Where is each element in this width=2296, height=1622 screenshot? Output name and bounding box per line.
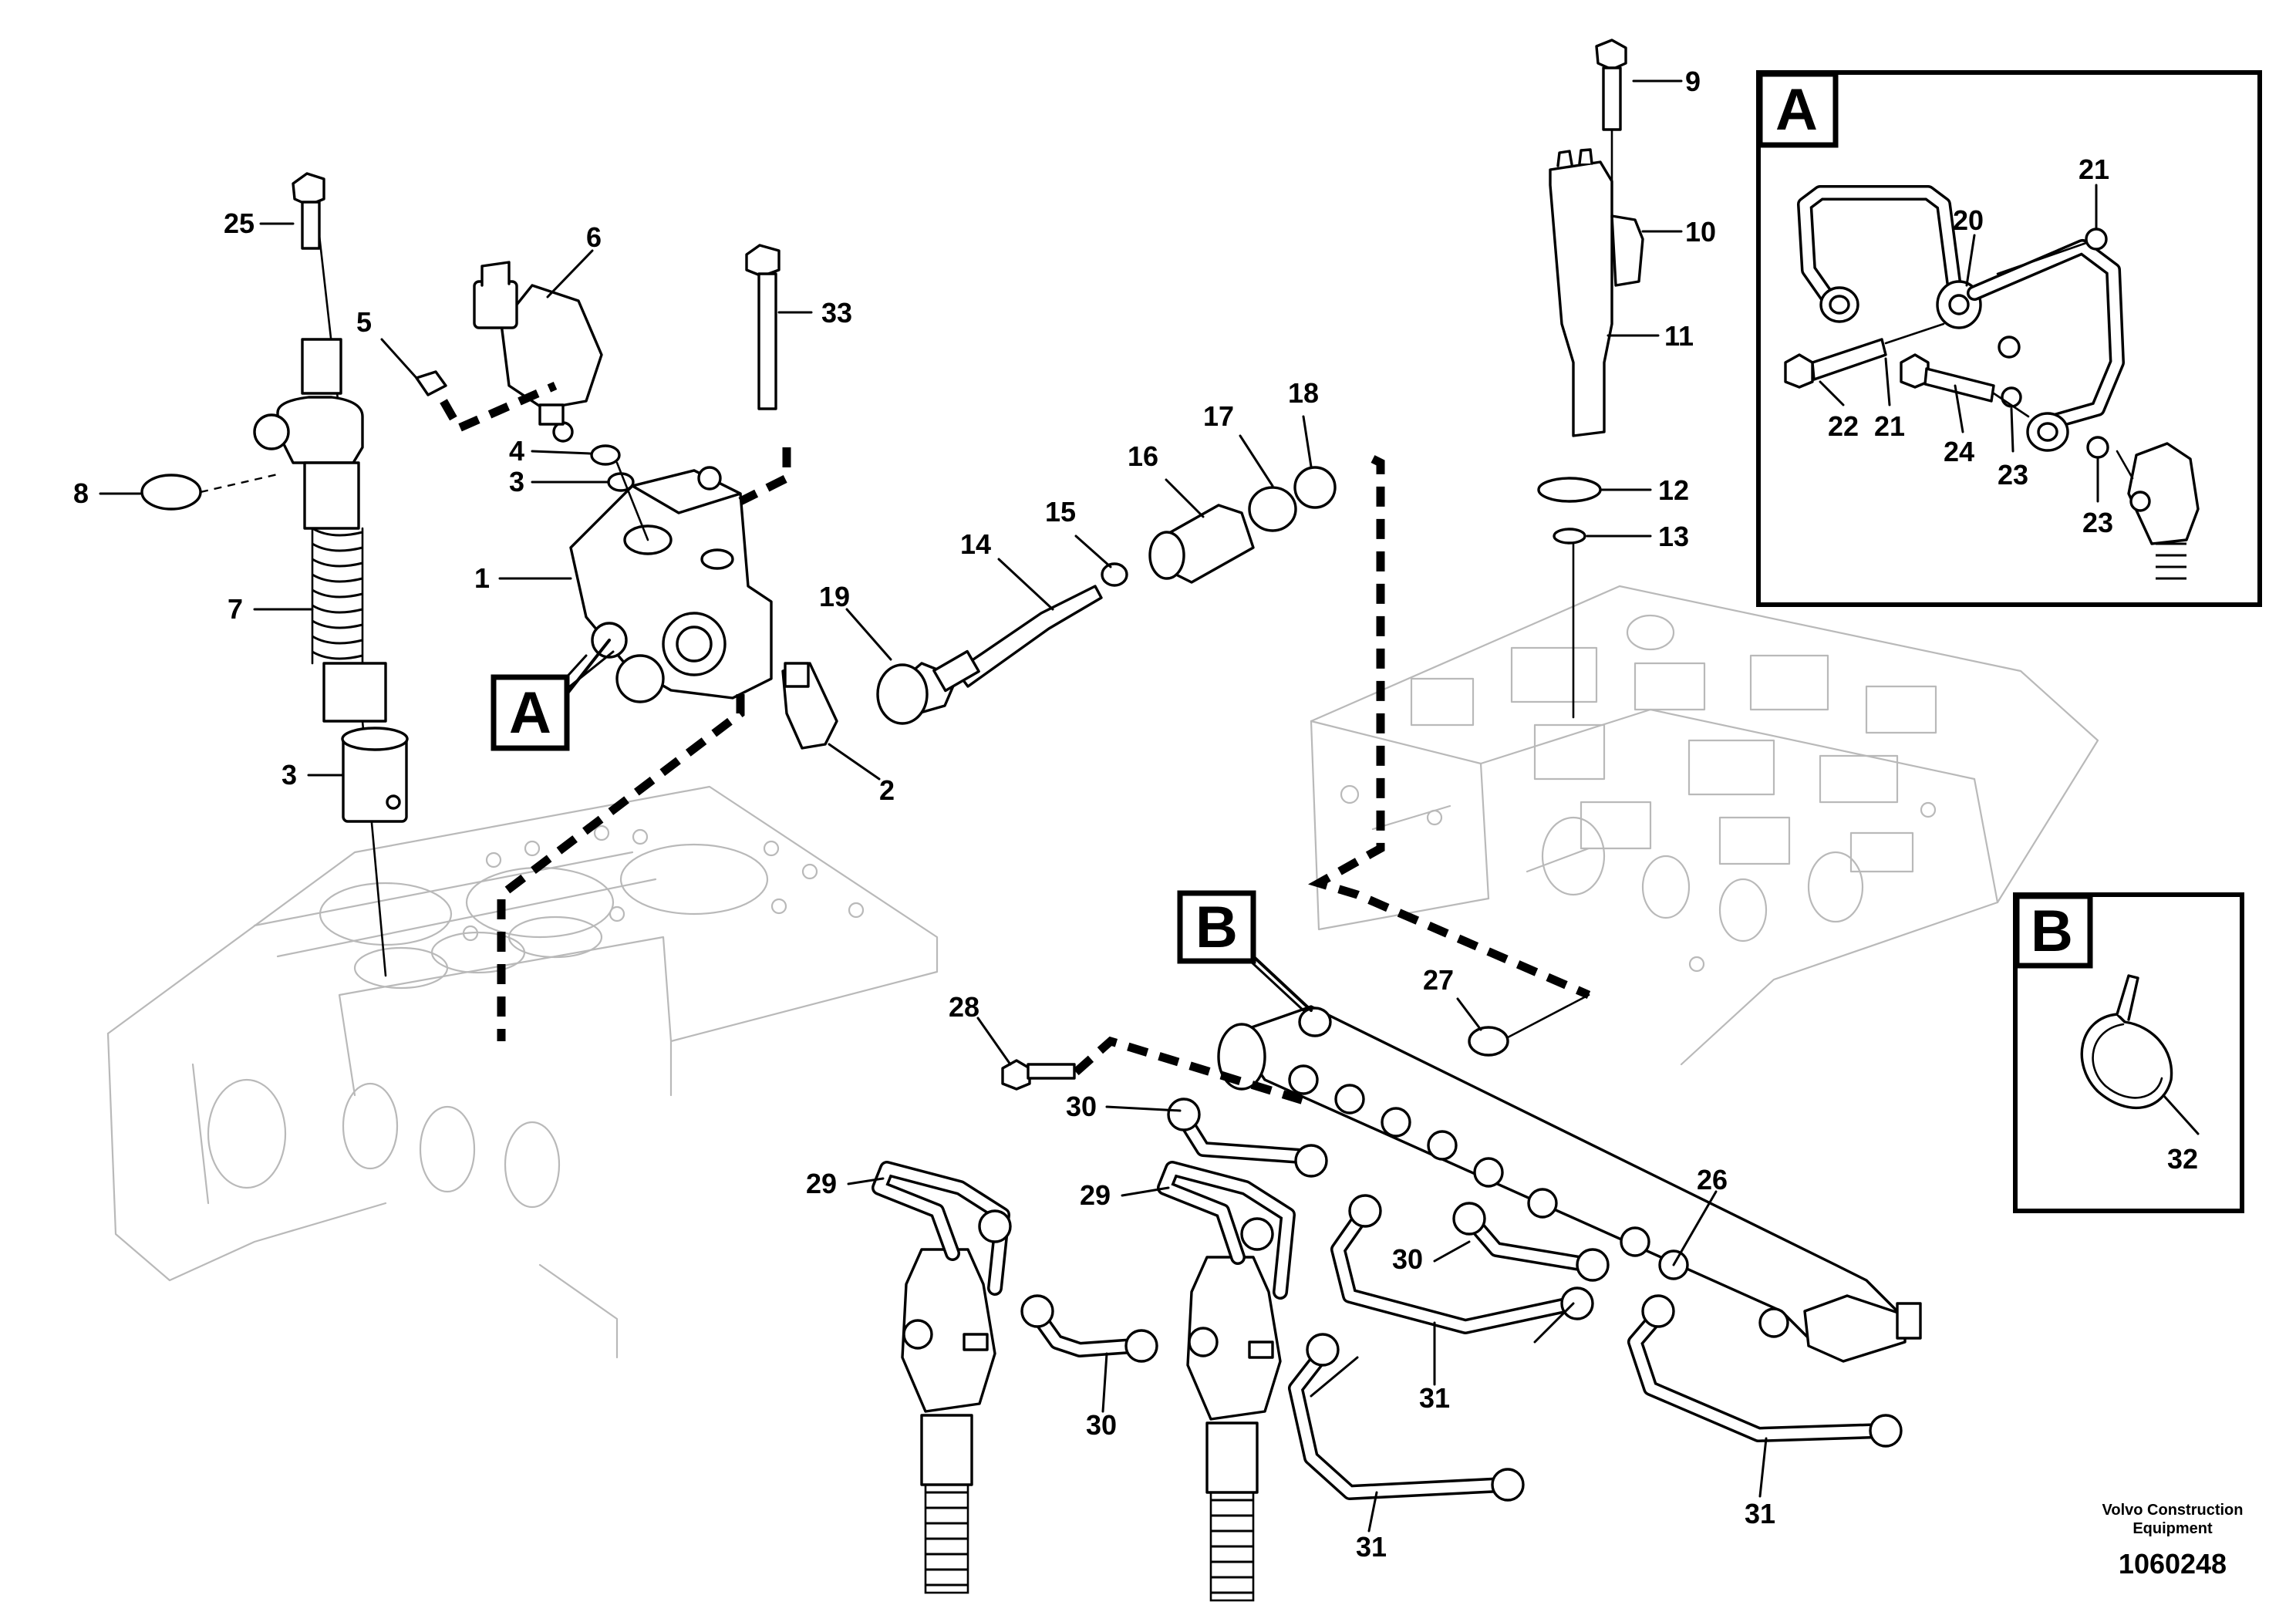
view-marker-b[interactable]: B bbox=[1177, 890, 1313, 1012]
callout-26: 26 bbox=[1697, 1164, 1728, 1195]
callout-29-right: 29 bbox=[1080, 1179, 1111, 1211]
callout-25: 25 bbox=[224, 207, 255, 239]
detail-a-callout-24: 24 bbox=[1944, 436, 1974, 467]
detail-a-callout-21-top: 21 bbox=[2079, 153, 2109, 185]
callout-30-bottom: 30 bbox=[1086, 1409, 1117, 1441]
callout-13: 13 bbox=[1658, 521, 1689, 552]
brand-line-1: Volvo Construction bbox=[2102, 1502, 2244, 1519]
callout-30-mid: 30 bbox=[1392, 1243, 1423, 1275]
callout-4: 4 bbox=[509, 435, 524, 467]
callout-19: 19 bbox=[819, 581, 850, 612]
callout-2: 2 bbox=[879, 774, 895, 806]
callout-1: 1 bbox=[474, 562, 490, 594]
callout-31-right: 31 bbox=[1745, 1498, 1775, 1529]
figure-number: 1060248 bbox=[2119, 1548, 2227, 1580]
callout-6: 6 bbox=[586, 221, 602, 253]
callout-14: 14 bbox=[960, 528, 991, 560]
pump-element-left bbox=[901, 1248, 996, 1594]
detail-view-b: B 32 bbox=[2013, 892, 2244, 1213]
callout-7: 7 bbox=[228, 593, 243, 625]
cylinder-head-outline bbox=[1310, 585, 2099, 1066]
brand-line-2: Equipment bbox=[2132, 1520, 2213, 1537]
callout-33: 33 bbox=[821, 297, 852, 329]
view-marker-b-letter: B bbox=[1195, 895, 1238, 960]
callout-8: 8 bbox=[73, 477, 89, 509]
detail-a-letter: A bbox=[1775, 77, 1818, 143]
callout-15: 15 bbox=[1045, 496, 1076, 528]
callout-3-left: 3 bbox=[282, 759, 297, 791]
callout-27: 27 bbox=[1423, 964, 1454, 996]
view-marker-a[interactable]: A bbox=[491, 639, 611, 751]
callout-31-mid: 31 bbox=[1419, 1382, 1450, 1414]
detail-a-callout-21-bottom: 21 bbox=[1874, 410, 1905, 442]
detail-a-callout-20: 20 bbox=[1953, 204, 1984, 236]
callout-9: 9 bbox=[1685, 66, 1701, 97]
detail-a-callout-23-left: 23 bbox=[1998, 459, 2028, 491]
injector-assembly bbox=[1537, 39, 1644, 719]
detail-a-callout-22: 22 bbox=[1828, 410, 1859, 442]
callout-10: 10 bbox=[1685, 216, 1716, 248]
callout-16: 16 bbox=[1128, 440, 1158, 472]
figure-footer: Volvo Construction Equipment 1060248 bbox=[2102, 1502, 2244, 1580]
fuel-rail-assembly bbox=[1001, 993, 1922, 1363]
view-marker-a-letter: A bbox=[509, 680, 551, 746]
callout-18: 18 bbox=[1288, 377, 1319, 409]
callout-12: 12 bbox=[1658, 474, 1689, 506]
callout-30-top: 30 bbox=[1066, 1091, 1097, 1122]
pump-element-right bbox=[1186, 1256, 1282, 1602]
callout-28: 28 bbox=[949, 991, 979, 1023]
tappet-spring bbox=[311, 527, 364, 665]
detail-b-letter: B bbox=[2031, 899, 2073, 964]
callout-labels: 25 5 6 33 8 7 3 4 3 1 2 19 14 15 16 17 1… bbox=[73, 66, 1775, 1563]
callout-11: 11 bbox=[1664, 320, 1694, 352]
fuel-pipes bbox=[872, 1098, 1903, 1502]
pump-housing-assembly bbox=[415, 244, 838, 1041]
callout-17: 17 bbox=[1203, 400, 1234, 432]
callout-31-left: 31 bbox=[1356, 1531, 1387, 1563]
pump-elements bbox=[901, 1248, 1282, 1602]
detail-a-callout-23-right: 23 bbox=[2082, 507, 2113, 538]
detail-view-a: A 21 20 22 21 24 23 2 bbox=[1756, 70, 2262, 607]
injector-connector-assembly bbox=[876, 455, 1591, 1000]
callout-5: 5 bbox=[356, 306, 372, 338]
engine-block-outline bbox=[106, 785, 939, 1359]
detail-b-callout-32: 32 bbox=[2167, 1143, 2198, 1175]
callout-29-left: 29 bbox=[806, 1168, 837, 1199]
leader-lines bbox=[99, 79, 1768, 1533]
tappet-assembly bbox=[140, 172, 409, 977]
callout-3-pump: 3 bbox=[509, 466, 524, 497]
